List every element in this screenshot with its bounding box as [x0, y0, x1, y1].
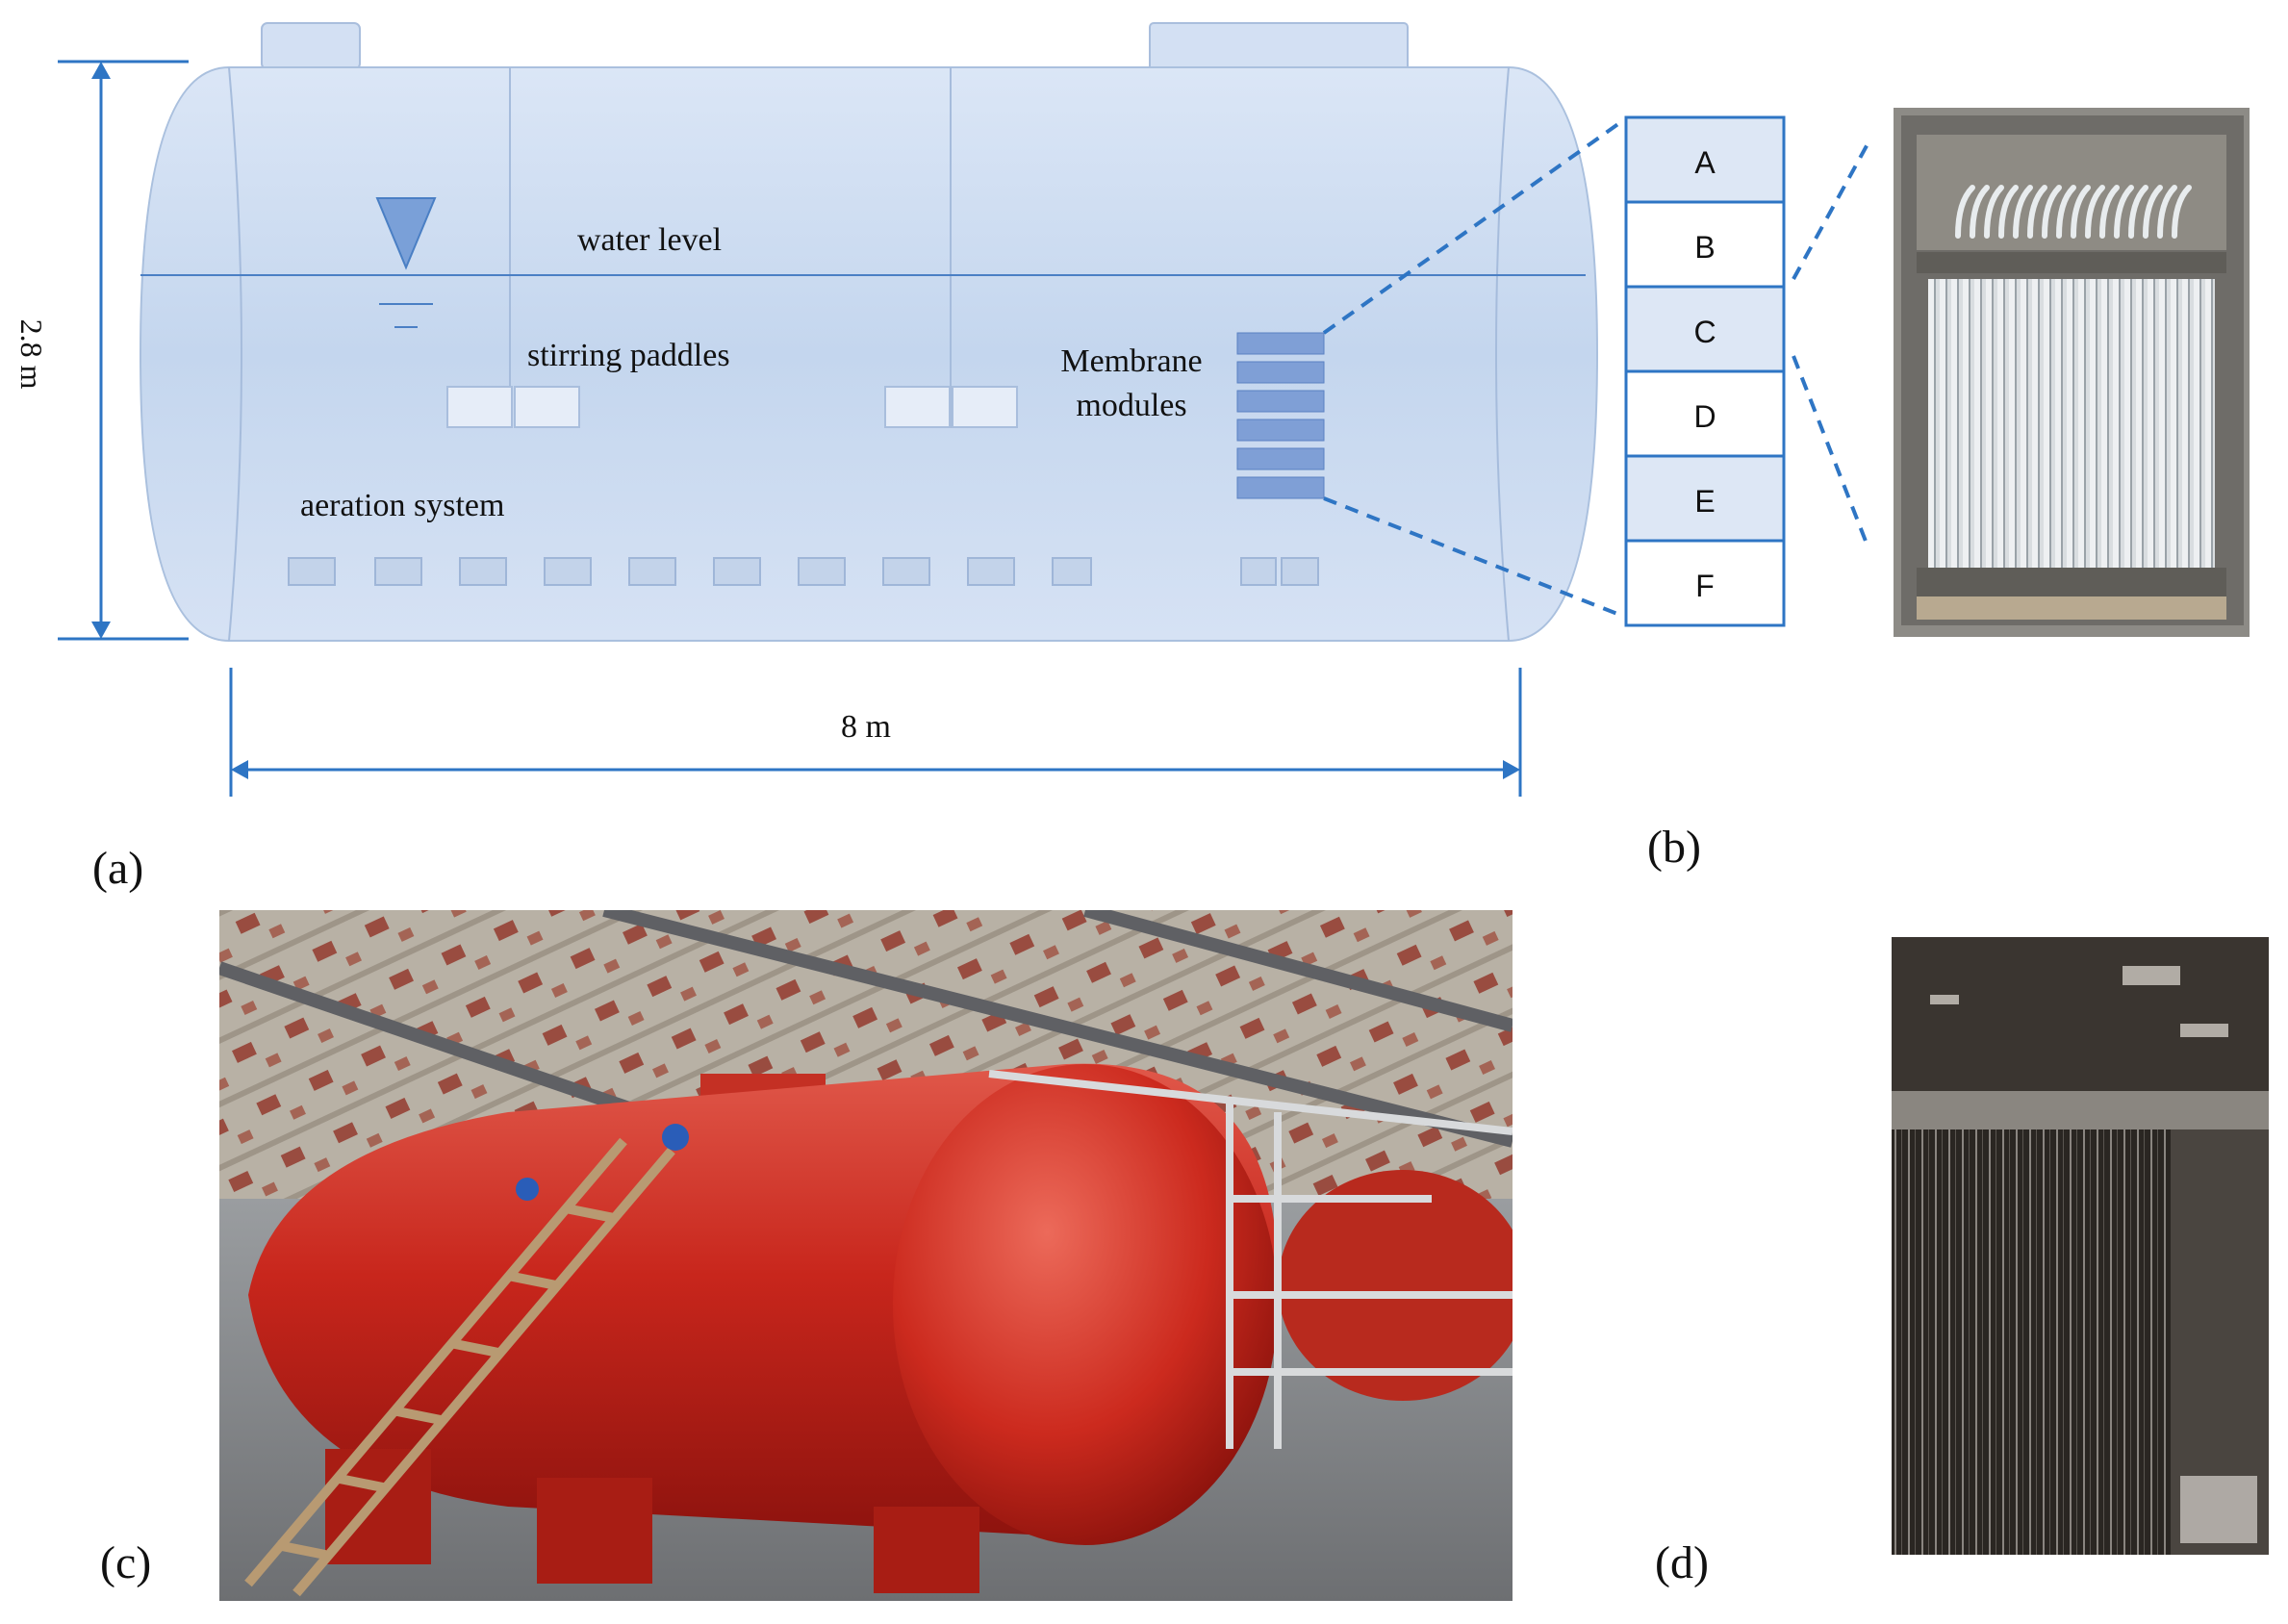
tank-left-seam — [228, 66, 242, 642]
valve-icon — [516, 1178, 539, 1201]
panel-d-label: (d) — [1655, 1537, 1709, 1588]
fouled-membrane-photo — [1892, 937, 2269, 1555]
paddle-2-right — [952, 386, 1018, 428]
stirring-paddles-label: stirring paddles — [527, 338, 730, 373]
photo-base — [1917, 596, 2226, 620]
membrane-module-2 — [1236, 361, 1325, 384]
dimension-length-arrow-right — [1503, 760, 1520, 779]
aeration-diffuser — [374, 557, 422, 586]
membrane-label-line1: Membrane — [1060, 343, 1202, 379]
photo-bottom-bar — [1917, 568, 2226, 596]
water-level-marker-icon — [375, 197, 437, 270]
tank-right-seam — [1495, 66, 1510, 642]
fouling-patch — [2180, 1476, 2257, 1543]
zoom-line-c-bottom — [1792, 355, 1870, 549]
fouled-crossbar — [1892, 1091, 2269, 1129]
panel-c-label: (c) — [100, 1537, 151, 1588]
photo-crossbar — [1917, 252, 2226, 273]
stack-cell-a — [1624, 115, 1786, 204]
header-tubes — [1955, 185, 2192, 239]
aeration-diffusers — [288, 557, 1319, 586]
aeration-diffuser — [798, 557, 846, 586]
fouling-spots — [1930, 966, 2228, 1037]
stack-label-b: B — [1694, 230, 1715, 265]
fouled-fibers — [1892, 1129, 2171, 1555]
aeration-system-label: aeration system — [300, 488, 504, 523]
panel-a-label: (a) — [92, 843, 143, 894]
aeration-diffuser — [288, 557, 336, 586]
aeration-diffuser — [628, 557, 676, 586]
membrane-module-4 — [1236, 419, 1325, 442]
panel-b: A B C D E F — [1624, 108, 2250, 873]
membrane-label-line2: modules — [1076, 388, 1186, 423]
panel-c: (c) — [100, 910, 1513, 1601]
wooden-ladder — [244, 1137, 675, 1597]
handrail — [988, 1070, 1513, 1449]
tank-saddle — [874, 1507, 979, 1593]
aeration-diffuser — [882, 557, 930, 586]
water-level-label: water level — [577, 222, 722, 258]
aeration-diffuser — [1052, 557, 1092, 586]
membrane-module-5 — [1236, 447, 1325, 470]
zoom-line-top — [1322, 119, 1624, 335]
panel-a: 2.8 m water level stirring paddles Membr… — [14, 22, 1624, 894]
dimension-height-arrow-up — [91, 62, 111, 79]
stack-cell-f — [1624, 539, 1786, 627]
zoom-line-c-top — [1792, 141, 1870, 280]
stack-label-e: E — [1694, 484, 1715, 519]
panel-b-label: (b) — [1647, 822, 1701, 873]
valve-icon — [662, 1124, 689, 1151]
dimension-length-arrow-left — [231, 760, 248, 779]
dimension-length-label: 8 m — [841, 709, 891, 745]
tank-top-nozzle — [261, 22, 361, 70]
aeration-diffuser — [544, 557, 592, 586]
aeration-diffuser — [1240, 557, 1277, 586]
background-tank — [1278, 1170, 1513, 1401]
stack-label-f: F — [1695, 569, 1715, 603]
membrane-module-3 — [1236, 390, 1325, 413]
module-stack-diagram: A B C D E F — [1624, 115, 1786, 627]
membrane-module-stack — [1236, 332, 1325, 499]
dimension-height-arrow-down — [91, 622, 111, 639]
stack-cell-b — [1624, 200, 1786, 289]
tank-body — [139, 66, 1599, 642]
stack-label-a: A — [1694, 145, 1716, 180]
red-tank-head — [893, 1064, 1278, 1545]
stack-cell-c — [1624, 285, 1786, 373]
dimension-height-label: 2.8 m — [14, 319, 49, 390]
aeration-diffuser — [713, 557, 761, 586]
aeration-diffuser — [459, 557, 507, 586]
paddle-1-left — [446, 386, 513, 428]
clean-membrane-photo — [1894, 108, 2250, 637]
membrane-fibers — [1928, 279, 2215, 568]
stack-cell-e — [1624, 454, 1786, 543]
membrane-module-1 — [1236, 332, 1325, 355]
stack-label-c: C — [1693, 315, 1716, 349]
panel-d: (d) — [1655, 937, 2269, 1588]
membrane-module-6 — [1236, 476, 1325, 499]
fouled-header — [1892, 937, 2269, 1091]
aeration-diffuser — [1281, 557, 1319, 586]
tank-saddle — [537, 1478, 652, 1584]
paddle-2-left — [884, 386, 951, 428]
zoom-line-bottom — [1323, 496, 1623, 618]
stack-cell-d — [1624, 369, 1786, 458]
tank-photo — [219, 910, 1513, 1601]
aeration-diffuser — [967, 557, 1015, 586]
paddle-1-right — [514, 386, 580, 428]
stack-label-d: D — [1693, 399, 1716, 434]
